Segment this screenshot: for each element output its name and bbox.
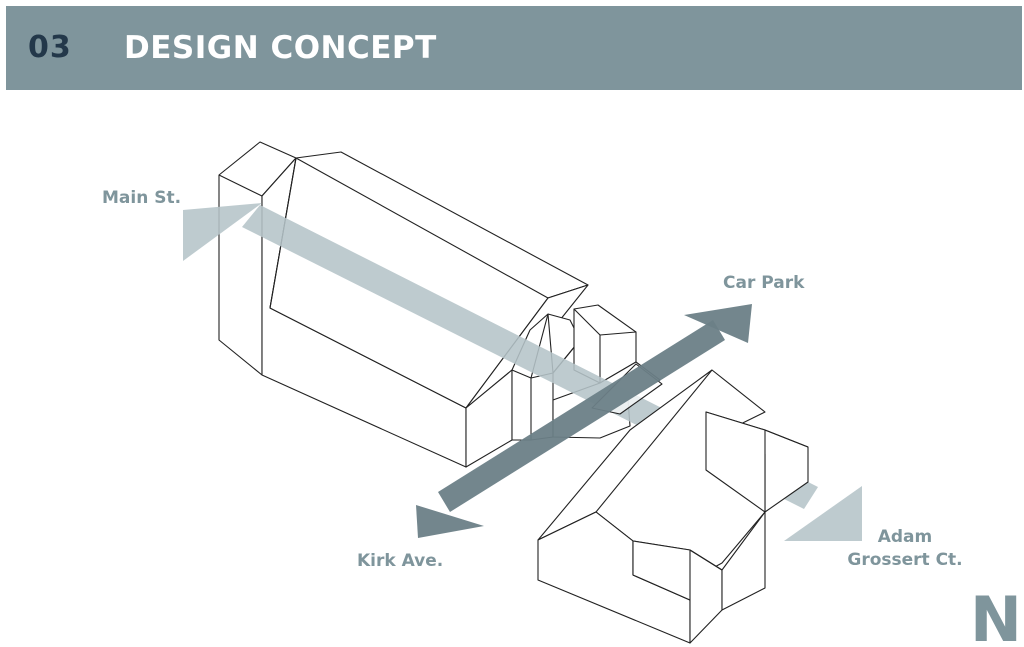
building-right-dormer-rear-face xyxy=(705,411,766,513)
light-arrow-head-right xyxy=(784,486,862,541)
building-right-wing-wall xyxy=(721,511,766,611)
building-right-dormer-face xyxy=(632,540,691,601)
label-main-st: Main St. xyxy=(102,188,181,208)
section-number: 03 xyxy=(28,30,72,65)
building-right xyxy=(537,369,809,644)
label-grossert-ct: Grossert Ct. xyxy=(847,550,962,570)
label-adam: Adam xyxy=(878,527,933,547)
label-kirk-ave: Kirk Ave. xyxy=(357,551,443,571)
dark-arrow-shaft xyxy=(438,320,725,512)
page-title: DESIGN CONCEPT xyxy=(124,30,437,66)
header-banner: 03 DESIGN CONCEPT xyxy=(6,6,1022,90)
dark-arrow-head-top xyxy=(684,304,752,343)
brand-logo-n: N xyxy=(970,583,1022,647)
dark-arrow-head-bottom xyxy=(416,505,484,538)
arrow-kirk-ave-to-car-park xyxy=(416,304,752,538)
light-arrow-head-left xyxy=(183,203,262,261)
label-car-park: Car Park xyxy=(723,273,805,293)
